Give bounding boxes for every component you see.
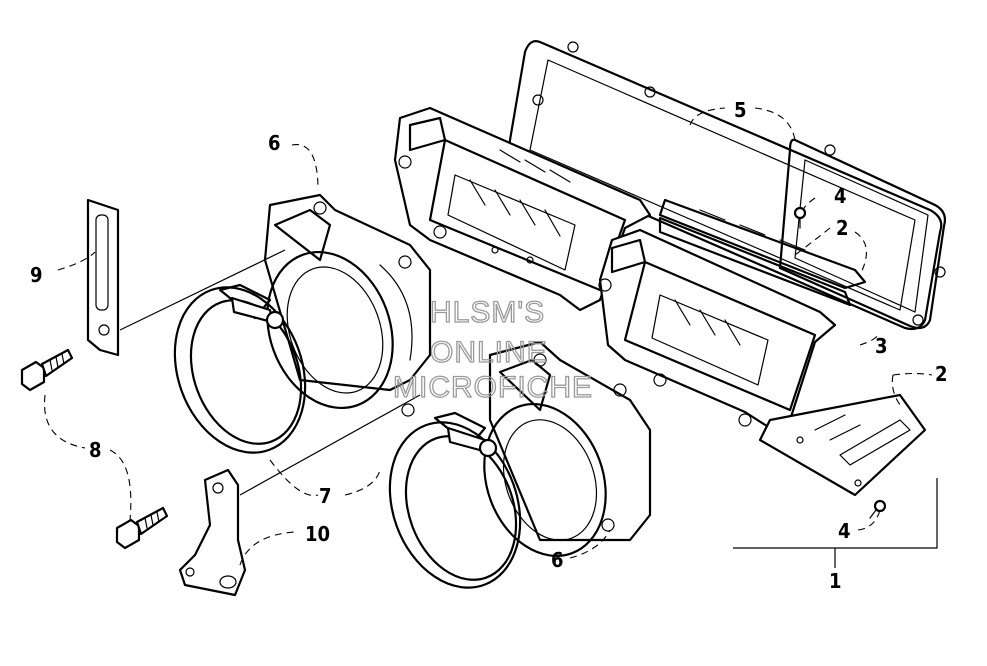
callout-1: 1 [829,569,842,593]
reed-stopper [658,216,852,307]
bolt-lower [115,506,169,550]
callout-8: 8 [89,438,102,462]
watermark-line2: ONLINE [430,336,548,369]
leader-lines [43,107,938,568]
reed-block-upper [393,106,652,312]
callout-5: 5 [734,98,747,122]
callout-10: 10 [305,522,330,546]
callout-4-lower: 4 [838,519,851,543]
reed-petal-top [658,198,867,290]
clamp-lower [388,411,522,589]
support-bracket [178,468,247,597]
callout-6-upper: 6 [268,131,281,155]
gasket-right [778,138,947,330]
gasket-rear [508,40,946,331]
callout-labels: 6 9 8 7 10 6 5 4 2 3 2 4 1 [30,98,948,593]
callout-2-upper: 2 [836,216,849,240]
axis-line-2 [239,394,421,496]
bolt-upper [20,348,74,392]
reed-petal-lower [758,393,927,497]
screw-top [793,206,807,229]
watermark-line3: MICROFICHE [393,371,593,404]
watermark: HLSM'S ONLINE MICROFICHE [392,295,593,404]
callout-6-lower: 6 [551,548,564,572]
callout-3: 3 [875,334,888,358]
callout-2-lower: 2 [935,362,948,386]
bracket-plate [86,198,120,357]
watermark-line1: HLSM'S [430,296,545,329]
axis-line-1 [119,249,286,331]
intake-boot-lower [483,340,652,558]
callout-7: 7 [319,484,332,508]
callout-4-upper: 4 [834,184,847,208]
clamp-upper [173,283,307,454]
callout-9: 9 [30,263,43,287]
